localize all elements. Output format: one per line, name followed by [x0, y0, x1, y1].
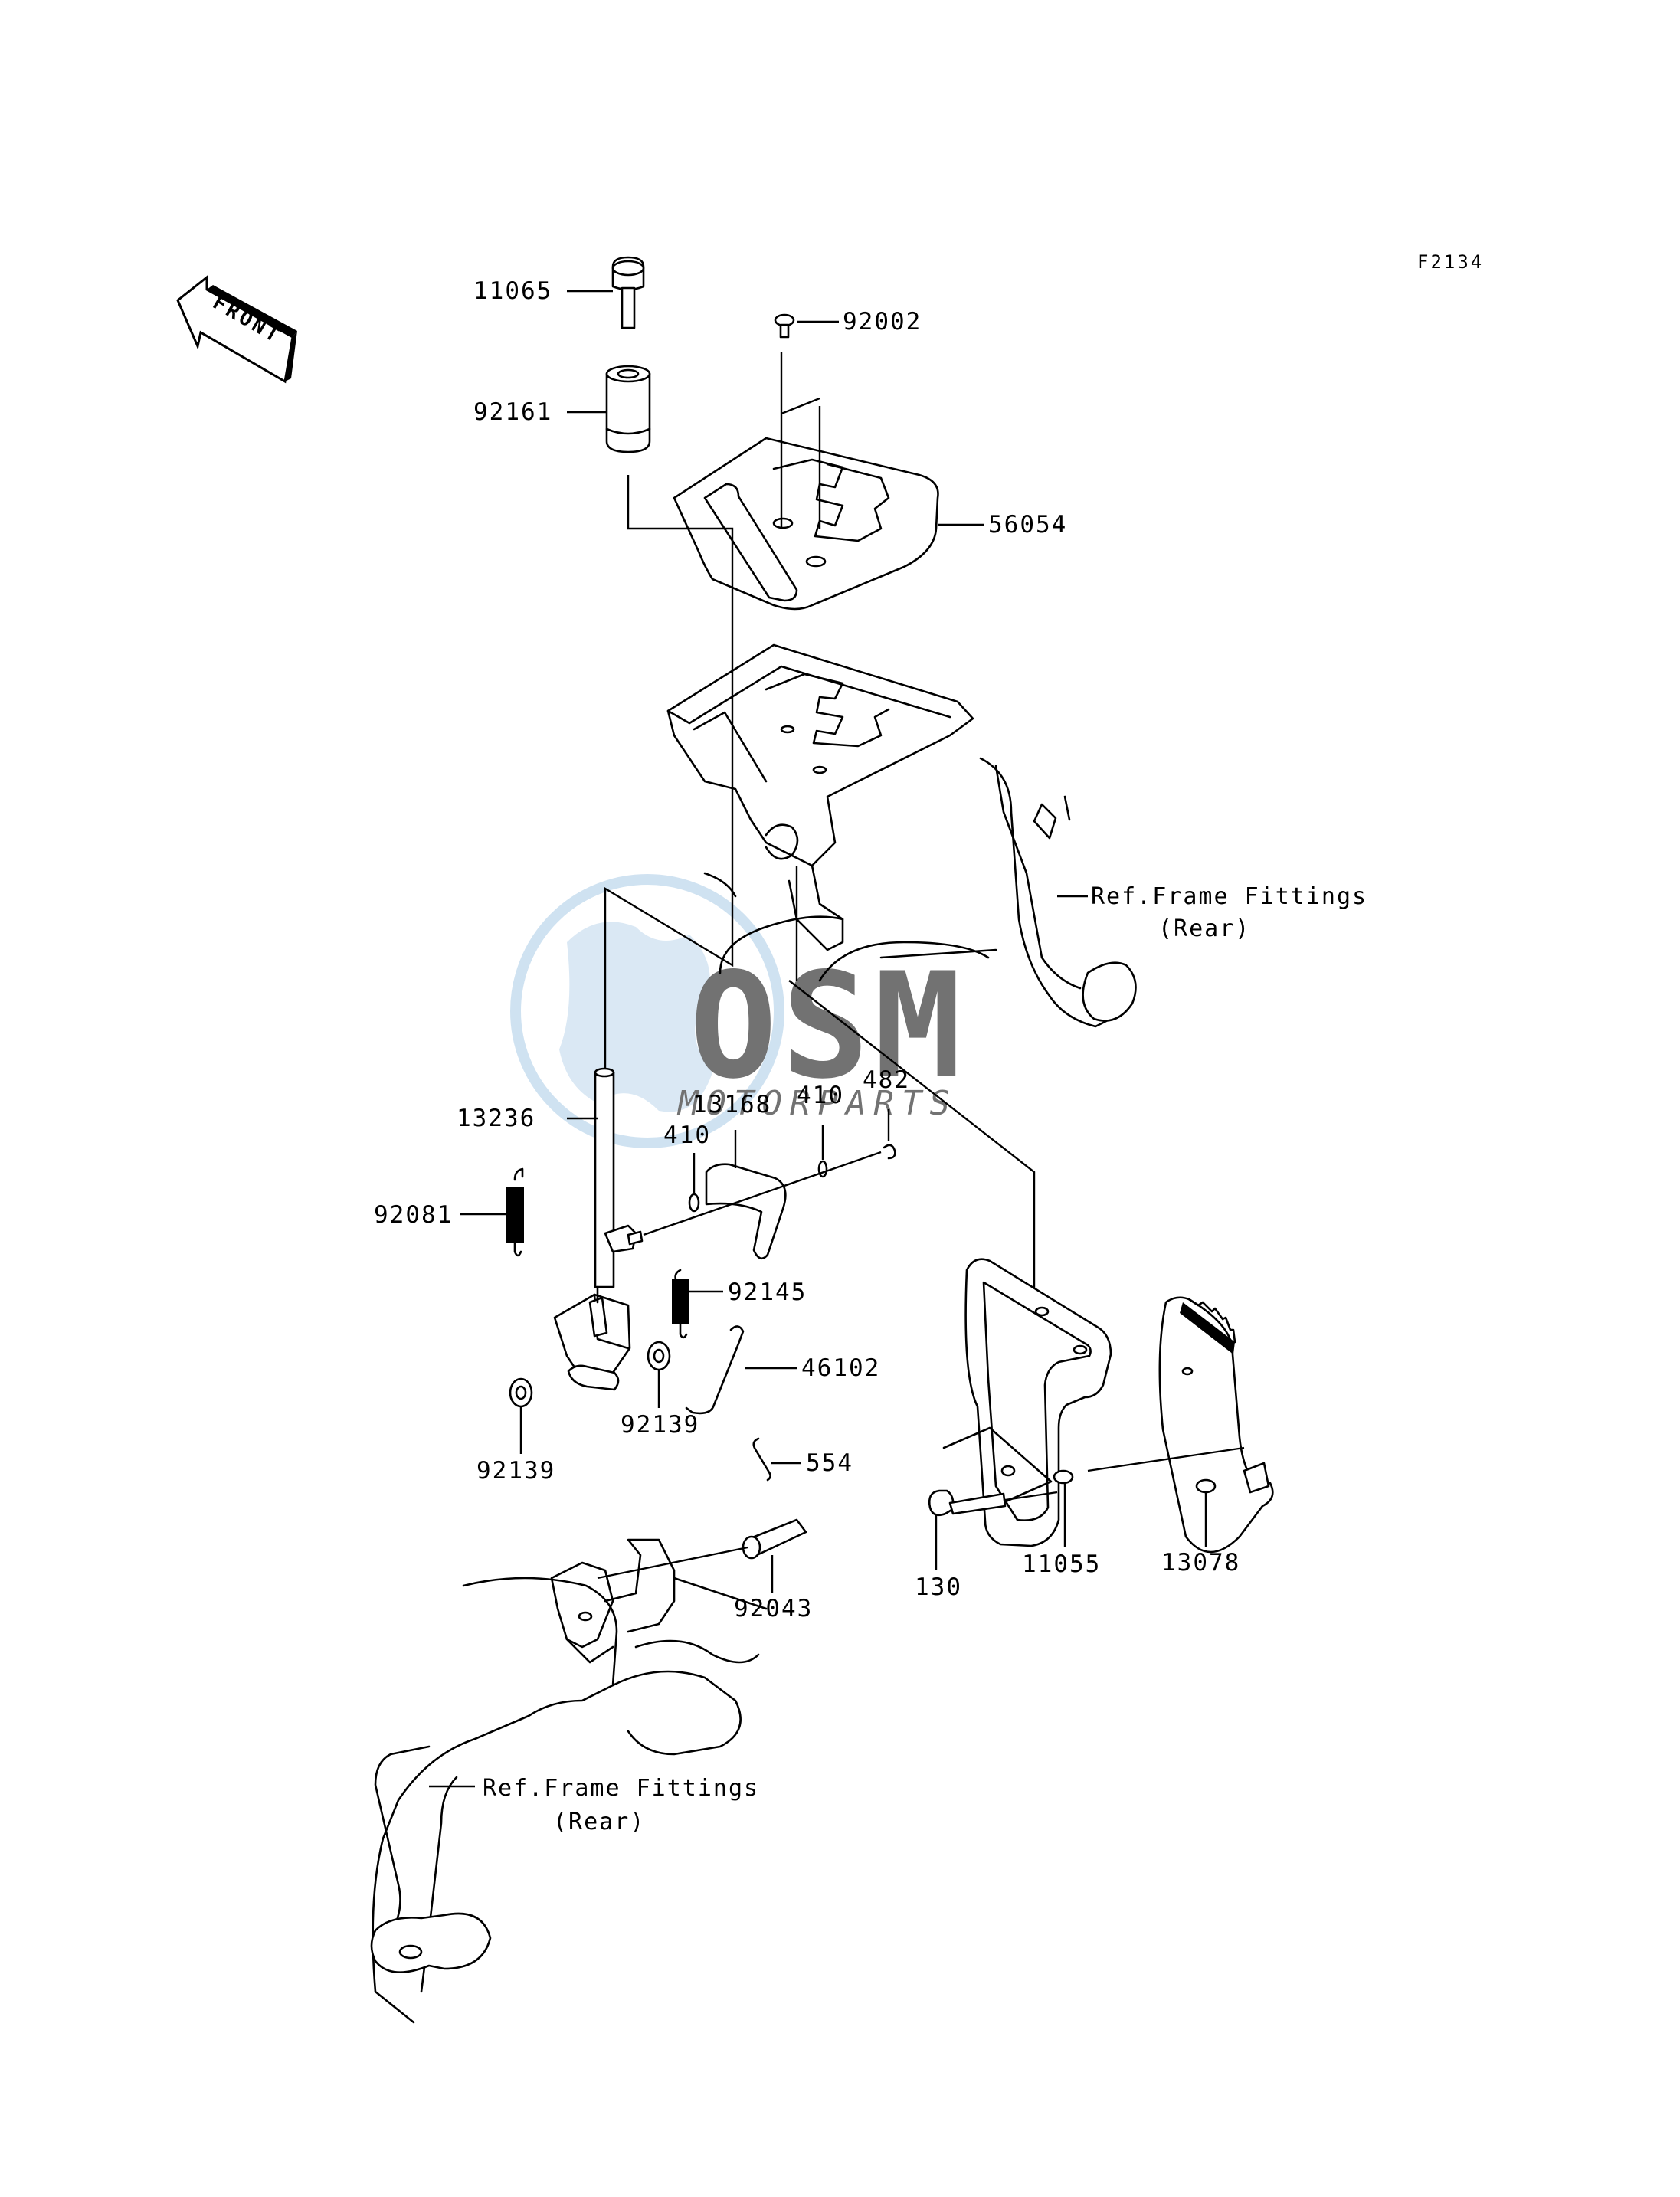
label-56054: 56054: [988, 511, 1067, 539]
label-410-b: 410: [797, 1082, 844, 1109]
part-11065-bolt: [611, 256, 645, 329]
front-arrow-icon: FRONT: [176, 274, 297, 384]
lower-pedal-assembly: [370, 1538, 768, 2024]
part-92139-bush-a: [509, 1377, 533, 1408]
ref-upper-line2: (Rear): [1158, 915, 1250, 942]
ref-upper-line1: Ref.Frame Fittings: [1091, 883, 1367, 910]
label-92161: 92161: [473, 398, 552, 426]
part-56054-plate: [673, 437, 939, 611]
label-92145: 92145: [728, 1279, 807, 1306]
part-410-washer-a: [688, 1193, 700, 1213]
part-11055-bracket: [942, 1258, 1112, 1547]
part-92161-sleeve: [605, 365, 651, 453]
label-92081: 92081: [374, 1201, 453, 1229]
label-554: 554: [806, 1449, 853, 1477]
axis-line-sector: [1087, 1446, 1245, 1472]
label-92002: 92002: [843, 308, 922, 336]
axis-line-pin: [597, 1546, 748, 1580]
label-410-a: 410: [663, 1121, 711, 1149]
label-13168: 13168: [693, 1091, 771, 1118]
part-13078-sector: [1158, 1296, 1274, 1554]
watermark-sub: MOTORPARTS: [676, 1084, 958, 1123]
part-13168-lever: [705, 1163, 787, 1260]
label-11055: 11055: [1022, 1550, 1101, 1578]
part-pivot-arm: [604, 1224, 644, 1253]
part-554-cotter-pin: [752, 1437, 771, 1482]
ref-lower-line1: Ref.Frame Fittings: [483, 1775, 759, 1802]
part-130-bolt: [928, 1489, 1007, 1517]
part-410-washer-b: [817, 1160, 828, 1178]
label-13236: 13236: [457, 1105, 535, 1132]
part-13236-shaft: [594, 1067, 615, 1288]
part-46102-rod: [685, 1325, 745, 1415]
diagram-code: F2134: [1417, 251, 1484, 273]
part-92002-screw: [774, 313, 795, 339]
guide-lines: [604, 352, 1036, 1295]
axis-line-bolt: [1004, 1491, 1058, 1501]
leader-lines: [429, 290, 1207, 1788]
label-92139-b: 92139: [621, 1411, 699, 1439]
part-92145-spring: [672, 1269, 689, 1339]
axis-line-upper: [643, 1151, 882, 1236]
ref-lower-line2: (Rear): [553, 1809, 645, 1835]
part-92043-pin: [742, 1518, 807, 1560]
label-11065: 11065: [473, 277, 552, 305]
label-92139-a: 92139: [476, 1457, 555, 1485]
part-pivot-block: [553, 1285, 631, 1391]
watermark-brand: OSM: [689, 941, 966, 1111]
label-92043: 92043: [734, 1595, 813, 1622]
label-46102: 46102: [801, 1354, 880, 1382]
part-92081-spring: [506, 1167, 524, 1257]
part-482-clip: [883, 1144, 896, 1160]
upper-frame-bracket: [666, 643, 1137, 1028]
part-92139-bush-b: [647, 1341, 671, 1371]
watermark: OSM MOTORPARTS: [510, 874, 966, 1148]
label-482: 482: [863, 1066, 910, 1094]
label-130: 130: [915, 1573, 962, 1601]
label-13078: 13078: [1161, 1549, 1240, 1577]
